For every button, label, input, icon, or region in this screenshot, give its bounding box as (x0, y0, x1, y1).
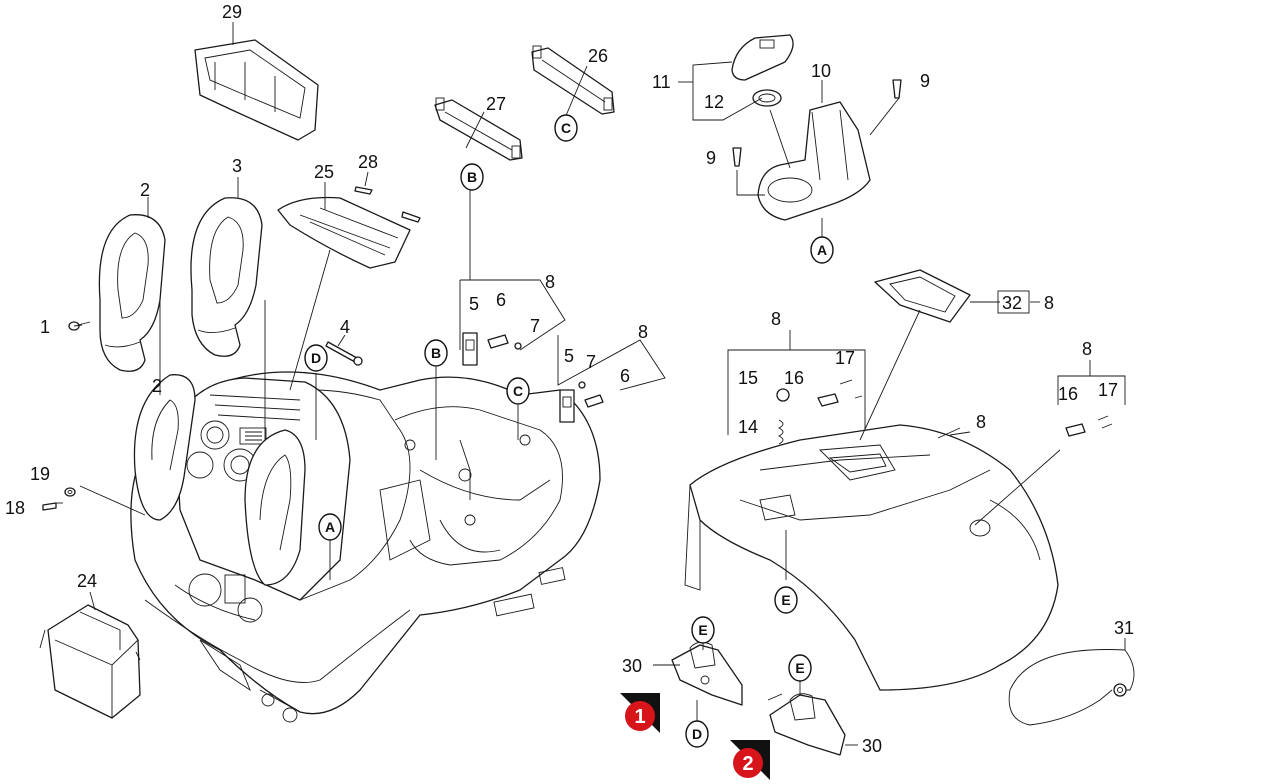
svg-text:A: A (817, 242, 827, 258)
callout-B-base: B (424, 339, 448, 367)
label-part-18: 18 (5, 498, 25, 518)
label-part-17-b: 17 (1098, 380, 1118, 400)
label-part-19: 19 (30, 464, 50, 484)
label-part-30-a: 30 (622, 656, 642, 676)
part-12-ring (752, 89, 782, 107)
label-part-8-c: 8 (771, 309, 781, 329)
callout-D-base: D (304, 344, 328, 372)
label-part-9-left: 9 (706, 148, 716, 168)
part-number-labels: 29 27 26 11 10 9 12 9 2 3 28 25 1 4 8 5 … (5, 2, 1134, 756)
part-2-handle (98, 214, 166, 372)
label-part-28: 28 (358, 152, 378, 172)
svg-text:D: D (692, 726, 702, 742)
label-part-32: 32 (1002, 293, 1022, 313)
installed-handles (133, 374, 306, 586)
label-part-8-f: 8 (1044, 293, 1054, 313)
svg-text:B: B (431, 345, 441, 361)
label-part-14: 14 (738, 417, 758, 437)
part-1-screw (68, 321, 91, 331)
label-part-9-top: 9 (920, 71, 930, 91)
part-31-cable (1008, 649, 1135, 726)
hood (684, 424, 1059, 691)
label-part-16-b: 16 (1058, 384, 1078, 404)
part-29-tray (194, 39, 319, 141)
svg-text:2: 2 (742, 753, 753, 775)
label-part-6-a: 6 (496, 290, 506, 310)
label-part-24: 24 (77, 571, 97, 591)
part-5-clips (462, 332, 575, 423)
svg-text:E: E (795, 660, 804, 676)
label-part-1: 1 (40, 317, 50, 337)
label-part-6-b: 6 (620, 366, 630, 386)
svg-text:E: E (698, 622, 707, 638)
svg-text:A: A (325, 519, 335, 535)
label-part-11: 11 (652, 72, 671, 92)
label-part-12: 12 (704, 92, 724, 112)
callout-A-base: A (318, 513, 342, 541)
part-24-box (39, 604, 141, 719)
svg-text:C: C (561, 120, 571, 136)
part-18-19-fasteners (42, 487, 76, 511)
label-part-3: 3 (232, 156, 242, 176)
leader-lines (56, 22, 1126, 746)
part-25-cover (277, 196, 411, 269)
label-part-26: 26 (588, 46, 608, 66)
part-30-switch-variant-2 (767, 693, 846, 756)
part-28-pins (354, 186, 421, 223)
callout-C-top: C (554, 114, 578, 142)
part-11-cap (731, 34, 794, 81)
part-10-lid-holder (757, 101, 871, 221)
label-part-7-a: 7 (530, 316, 540, 336)
connection-callouts: B C A D B C A E E D E (304, 114, 834, 748)
label-part-8-d: 8 (1082, 339, 1092, 359)
label-part-30-b: 30 (862, 736, 882, 756)
svg-text:C: C (513, 383, 523, 399)
label-part-10: 10 (811, 61, 831, 81)
part-32-seal (874, 269, 971, 323)
callout-C-base: C (506, 377, 530, 405)
variant-marker-1: 1 (620, 693, 660, 733)
callout-E-switch-1: E (691, 616, 715, 644)
callout-B-top: B (460, 163, 484, 191)
label-part-8-a: 8 (545, 272, 555, 292)
part-30-switch-variant-1 (671, 641, 743, 706)
callout-E-switch-2: E (788, 654, 812, 682)
callout-A-top: A (810, 236, 834, 264)
part-6-7-hardware (487, 334, 604, 408)
callout-D-switch-1: D (685, 720, 709, 748)
part-3-handle (190, 197, 263, 357)
hood-hardware (776, 379, 1113, 445)
label-part-2: 2 (140, 180, 150, 200)
label-part-16-a: 16 (784, 368, 804, 388)
label-part-7-b: 7 (586, 352, 596, 372)
label-part-8-e: 8 (976, 412, 986, 432)
label-part-29: 29 (222, 2, 242, 22)
part-27-bracket (434, 97, 523, 161)
label-part-8-b: 8 (638, 322, 648, 342)
label-part-4: 4 (340, 317, 350, 337)
part-26-bracket (531, 45, 615, 115)
label-part-5-b: 5 (564, 346, 574, 366)
label-part-27: 27 (486, 94, 506, 114)
svg-text:1: 1 (634, 706, 645, 728)
label-part-15: 15 (738, 368, 758, 388)
callout-E-hood: E (774, 586, 798, 614)
svg-text:E: E (781, 592, 790, 608)
svg-text:D: D (311, 350, 321, 366)
label-part-25: 25 (314, 162, 334, 182)
label-part-5-a: 5 (469, 294, 479, 314)
label-part-31: 31 (1114, 618, 1134, 638)
label-part-17-a: 17 (835, 348, 855, 368)
variant-marker-2: 2 (730, 740, 770, 780)
label-part-2-b: 2 (152, 376, 162, 396)
part-4-bolt (325, 341, 363, 366)
svg-text:B: B (467, 169, 477, 185)
part-9-screws (732, 79, 902, 167)
